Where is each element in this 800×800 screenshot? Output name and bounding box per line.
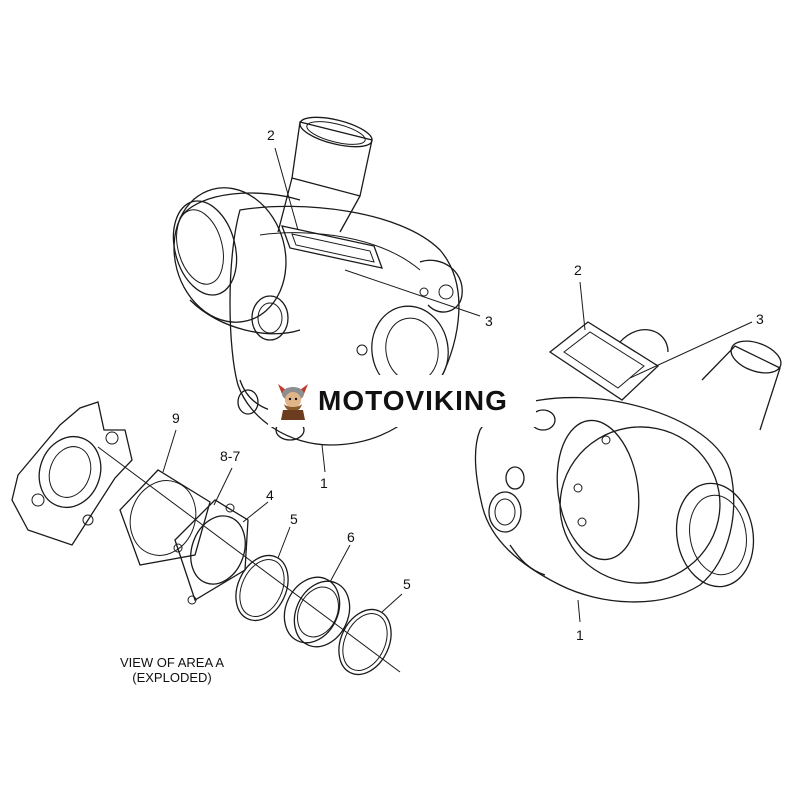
callout-2-left: 2 xyxy=(267,127,275,143)
callout-1-left: 1 xyxy=(320,475,328,491)
callout-3-right: 3 xyxy=(756,311,764,327)
right-turbocharger xyxy=(474,321,782,603)
leader-lines xyxy=(162,147,753,623)
caption-line-1: VIEW OF AREA A xyxy=(119,655,225,670)
watermark: MOTOVIKING xyxy=(268,375,536,427)
callout-5-second: 5 xyxy=(403,576,411,592)
callout-5-first: 5 xyxy=(290,511,298,527)
callout-3-left: 3 xyxy=(485,313,493,329)
callout-8-7: 8-7 xyxy=(220,448,240,464)
watermark-brand: MOTOVIKING xyxy=(318,385,508,416)
callout-6: 6 xyxy=(347,529,355,545)
caption-line-2: (EXPLODED) xyxy=(132,670,212,685)
callout-9: 9 xyxy=(172,410,180,426)
callout-4: 4 xyxy=(266,487,274,503)
viking-mascot-icon xyxy=(278,384,308,420)
callout-2-right: 2 xyxy=(574,262,582,278)
exploded-view-caption: VIEW OF AREA A (EXPLODED) xyxy=(112,655,232,685)
callout-1-right: 1 xyxy=(576,627,584,643)
exploded-view-area-a xyxy=(11,401,401,676)
left-turbocharger xyxy=(172,116,463,446)
